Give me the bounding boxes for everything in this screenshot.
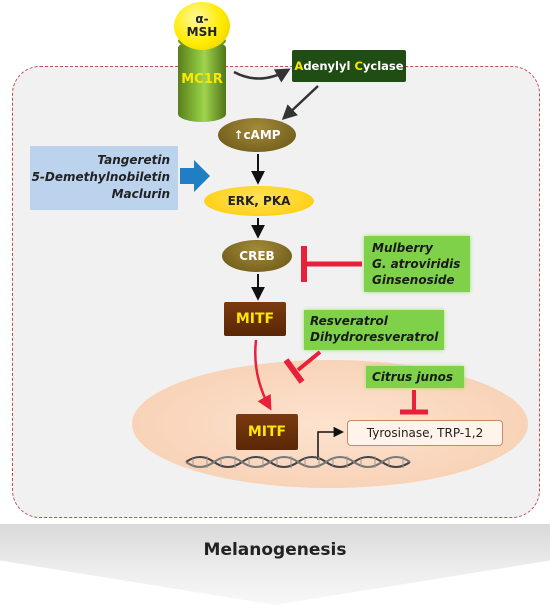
alpha-msh-ligand: α- MSH [174,2,230,50]
creb-inhibitor-item: Mulberry [372,241,433,255]
creb-node: CREB [222,240,292,272]
arrow-ac-to-camp [281,85,319,121]
creb-inhibitors-box: Mulberry G. atroviridis Ginsenoside [364,236,470,292]
mc1r-receptor [178,40,226,122]
activator-item: Tangeretin [97,153,170,167]
mc1r-label: MC1R [181,72,223,87]
mitf-nucleus-node: MITF [236,414,298,450]
erk-pka-node: ERK, PKA [204,186,314,216]
camp-node: ↑cAMP [218,118,296,152]
ac-initial-c: C [354,59,363,73]
inhibition-bar-mitf [283,358,305,384]
transcription-arrow [317,426,345,460]
mitf-inhibitors-box: Resveratrol Dihydroresveratrol [304,310,444,350]
ligand-label-line2: MSH [186,25,218,39]
gene-inhibitor-box: Citrus junos [366,366,464,388]
inhibition-line-mitf [296,350,322,372]
mitf-inhibitor-item: Resveratrol [310,314,388,328]
ligand-label-line1: α- [195,12,209,26]
outcome-label: Melanogenesis [203,540,347,560]
mitf-cytoplasm-node: MITF [224,302,286,336]
activator-compounds-box: Tangeretin 5-Demethylnobiletin Maclurin [30,146,178,210]
activator-item: Maclurin [111,187,170,201]
dna-helix [185,456,411,468]
arrow-mc1r-to-ac [233,68,291,83]
ac-text-1: denylyl [303,59,355,73]
activator-arrow [180,160,210,192]
ac-text-2: yclase [362,59,404,73]
activator-item: 5-Demethylnobiletin [31,170,170,184]
creb-inhibitor-item: G. atroviridis [372,257,461,271]
ac-initial-a: A [294,59,304,73]
arrow-mitf-translocation [254,339,272,411]
mitf-inhibitor-item: Dihydroresveratrol [310,330,439,344]
creb-inhibitor-item: Ginsenoside [372,273,455,287]
target-genes-box: Tyrosinase, TRP-1,2 [347,420,503,446]
